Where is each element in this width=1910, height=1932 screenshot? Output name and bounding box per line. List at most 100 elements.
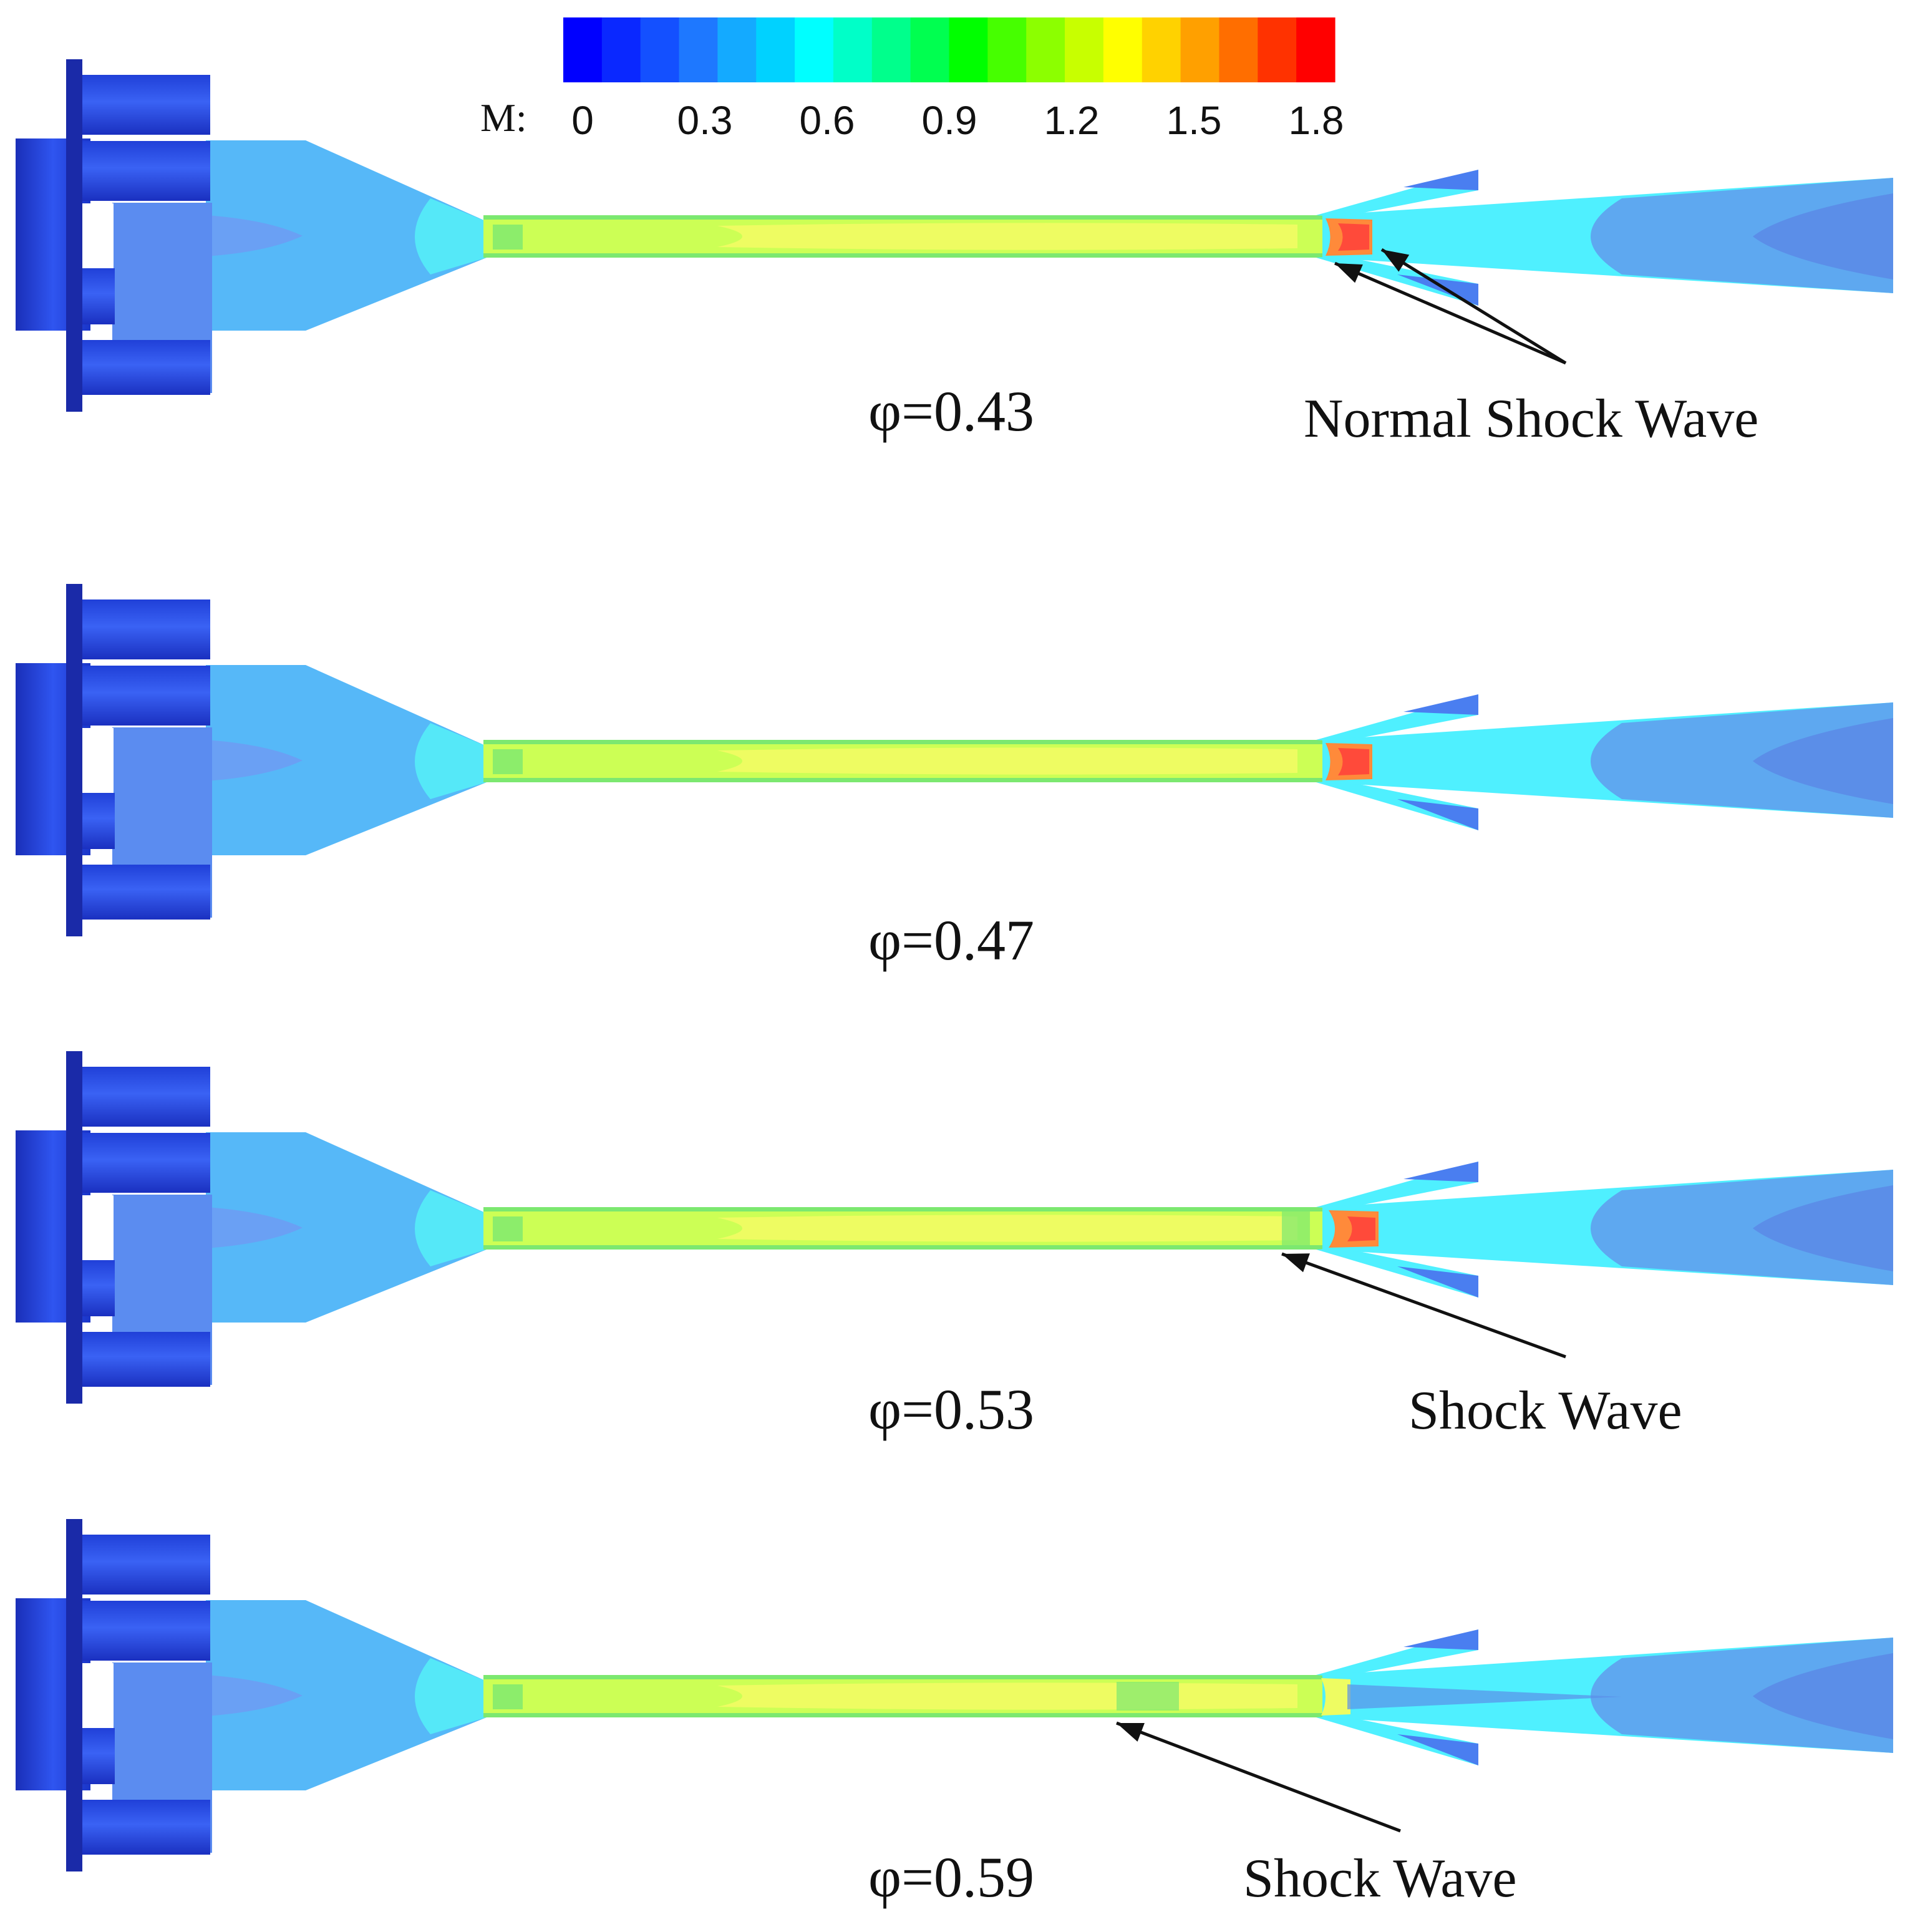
colorbar-tick-label: 1.2 — [1044, 98, 1100, 143]
panels — [16, 59, 1893, 1871]
arrow-line — [1281, 1252, 1566, 1359]
colorbar-swatch — [1219, 17, 1258, 82]
mixing-tube-core — [717, 223, 1297, 250]
shock-region — [1321, 1678, 1350, 1716]
colorbar-swatch — [640, 17, 680, 82]
diffuser-core-region — [1753, 718, 1893, 804]
colorbar-swatch — [1180, 17, 1220, 82]
diffuser-mid-region — [1591, 1638, 1893, 1753]
upper-pipe-2 — [82, 1133, 210, 1193]
colorbar-swatch — [1026, 17, 1065, 82]
lower-stub — [82, 1260, 115, 1316]
colorbar-swatch — [833, 17, 873, 82]
arrow-head — [1117, 1722, 1145, 1742]
colorbar-swatch — [910, 17, 950, 82]
mixing-tube-core — [717, 1215, 1297, 1242]
colorbar-swatch — [601, 17, 641, 82]
colorbar-tick-label: 0 — [571, 98, 594, 143]
shock-train — [1117, 1682, 1179, 1711]
lower-branch — [1316, 1248, 1478, 1298]
annotations: Normal Shock Wave Shock Wave Shock Wave — [1243, 389, 1758, 1909]
nozzle-throat-region — [415, 1190, 487, 1266]
gap — [82, 1195, 114, 1260]
nozzle-throat-region — [415, 1658, 487, 1734]
upper-pipe — [82, 75, 210, 135]
panel-label-phi-0-47: φ=0.47 — [868, 908, 1034, 972]
ejector-panel — [16, 1051, 1893, 1404]
nozzle-throat-region — [415, 198, 487, 274]
shock-core — [1338, 223, 1369, 251]
upper-pipe-2 — [82, 1601, 210, 1661]
shock-train — [1282, 1211, 1310, 1245]
lower-pipe — [82, 1800, 210, 1855]
colorbar-swatch — [563, 17, 603, 82]
colorbar-swatch — [1142, 17, 1181, 82]
gap — [82, 203, 114, 268]
upper-pipe-2 — [82, 141, 210, 201]
panel-label-phi-0-53: φ=0.53 — [868, 1377, 1034, 1441]
colorbar-swatch — [795, 17, 834, 82]
diffuser-mid-region — [1591, 702, 1893, 818]
colorbar-label: M: — [480, 95, 527, 140]
tube-entry — [493, 1684, 523, 1709]
diffuser-core-region — [1753, 1185, 1893, 1271]
colorbar-swatch — [871, 17, 911, 82]
ejector-panel — [16, 584, 1893, 936]
lower-pipe — [82, 865, 210, 920]
inlet-chamber — [206, 1132, 487, 1323]
annotation-arrows — [1116, 248, 1567, 1833]
colorbar-tick-label: 1.5 — [1166, 98, 1222, 143]
inlet-core-region — [206, 1207, 303, 1248]
lower-branch-core — [1397, 1266, 1478, 1298]
arrow-line — [1380, 248, 1567, 365]
inlet-chamber — [206, 1600, 487, 1790]
gap — [82, 728, 114, 793]
colorbar-tick-label: 0.9 — [922, 98, 977, 143]
inlet-core-region — [206, 1675, 303, 1716]
lower-stub — [82, 1728, 115, 1784]
lower-stub — [82, 793, 115, 849]
mixing-tube-core — [717, 1682, 1297, 1710]
diffuser-jet — [1347, 1684, 1622, 1709]
inlet-chamber — [206, 140, 487, 331]
tube-entry — [493, 225, 523, 250]
colorbar-tick-label: 1.8 — [1289, 98, 1344, 143]
arrow-head — [1335, 263, 1363, 283]
colorbar-tick-label: 0.3 — [677, 98, 733, 143]
flange-plate — [66, 1051, 82, 1404]
flange-plate — [66, 584, 82, 936]
upper-pipe — [82, 1067, 210, 1127]
inlet-core-region — [206, 740, 303, 781]
ejector-panel — [16, 1519, 1893, 1871]
tube-entry — [493, 1216, 523, 1241]
diffuser-mid-region — [1591, 178, 1893, 293]
inlet-core-region — [206, 215, 303, 256]
colorbar-swatch — [1065, 17, 1104, 82]
arrow-line — [1116, 1721, 1401, 1833]
lower-pipe — [82, 340, 210, 395]
panel-label-phi-0-59: φ=0.59 — [868, 1845, 1034, 1909]
inlet-chamber — [206, 665, 487, 855]
annotation-shock-wave-1: Shock Wave — [1408, 1381, 1682, 1441]
flange-plate — [66, 1519, 82, 1871]
diffuser-mid-region — [1591, 1170, 1893, 1285]
upper-pipe-2 — [82, 666, 210, 726]
upper-branch-core — [1403, 170, 1478, 190]
upper-branch-core — [1403, 1629, 1478, 1650]
upper-branch-core — [1403, 1162, 1478, 1182]
arrow-head — [1382, 250, 1410, 272]
ejector-panel — [16, 59, 1893, 412]
gap — [82, 1663, 114, 1728]
annotation-normal-shock-wave: Normal Shock Wave — [1304, 389, 1758, 449]
flange-plate — [66, 59, 82, 412]
diffuser-core-region — [1753, 1653, 1893, 1739]
upper-branch-core — [1403, 694, 1478, 715]
colorbar-swatch — [717, 17, 757, 82]
lower-branch-core — [1397, 799, 1478, 830]
colorbar-swatch — [949, 17, 988, 82]
tube-entry — [493, 749, 523, 774]
diffuser-core-region — [1753, 193, 1893, 279]
